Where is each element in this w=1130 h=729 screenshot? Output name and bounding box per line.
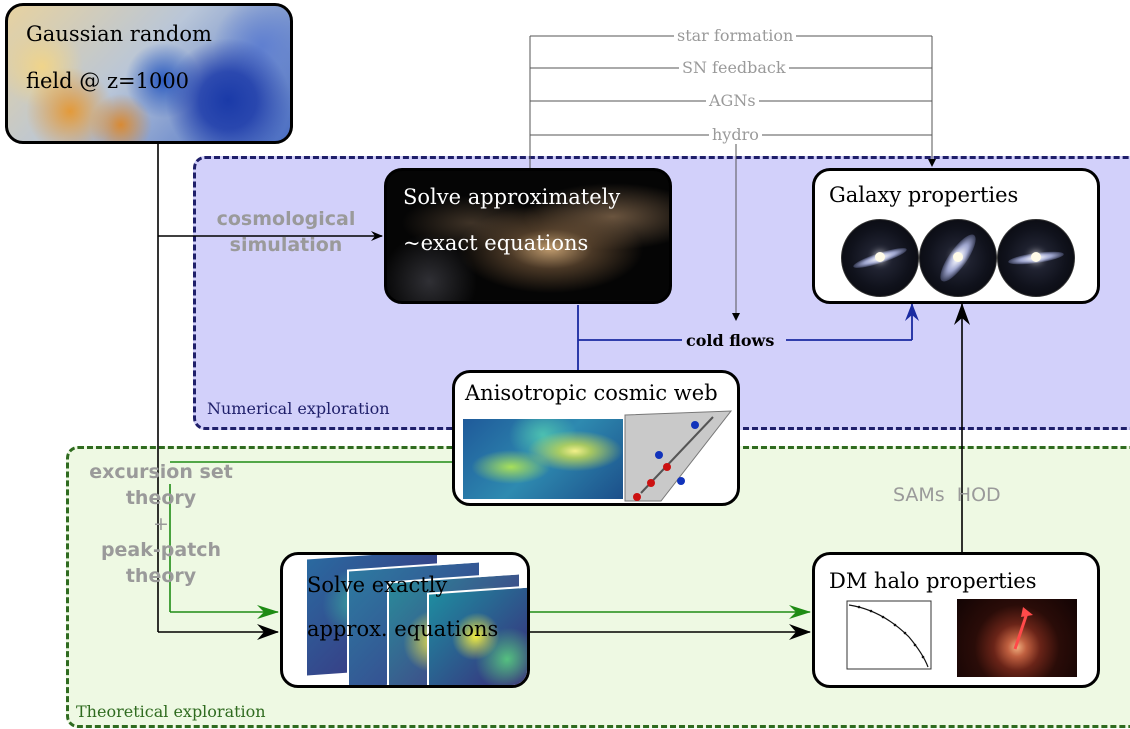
cosmological-simulation-label: cosmological simulation	[206, 206, 366, 258]
cold-flows-label: cold flows	[686, 331, 775, 350]
plus-label: +	[153, 513, 169, 535]
density-profile-plot	[846, 600, 932, 670]
excursion-label-line2: theory	[125, 487, 197, 509]
cosmological-label-line1: cosmological	[216, 208, 356, 230]
cosmic-web-title: Anisotropic cosmic web	[465, 381, 718, 405]
simulation-title-line2: ~exact equations	[403, 231, 589, 255]
simulation-title-line1: Solve approximately	[403, 185, 621, 209]
solve-exactly-title-line2: approx. equations	[307, 617, 499, 641]
galaxy-properties-title: Galaxy properties	[829, 183, 1019, 207]
physics-label-sn-feedback: SN feedback	[679, 59, 789, 77]
dm-halo-properties-box: DM halo properties	[812, 552, 1100, 688]
gaussian-field-title-line1: Gaussian random	[26, 22, 212, 46]
excursion-label-line1: excursion set	[89, 461, 233, 483]
galaxy-image-face-on	[919, 219, 997, 297]
peak-patch-label-line2: theory	[125, 565, 197, 587]
spin-marker	[691, 421, 699, 429]
node-marker	[647, 479, 655, 487]
cosmic-web-box: Anisotropic cosmic web	[452, 370, 740, 506]
cosmological-label-line2: simulation	[229, 234, 343, 256]
physics-label-hydro: hydro	[709, 126, 762, 144]
dm-halo-title: DM halo properties	[829, 569, 1037, 593]
theoretical-region-label: Theoretical exploration	[76, 702, 266, 721]
sams-hod-label: SAMs HOD	[893, 484, 1001, 506]
solve-exactly-title-line1: Solve exactly	[307, 573, 448, 597]
galaxy-properties-box: Galaxy properties	[812, 168, 1100, 304]
halo-image	[957, 599, 1077, 677]
excursion-set-peak-patch-label: excursion set theory + peak-patch theory	[74, 459, 248, 589]
numerical-region-label: Numerical exploration	[207, 399, 390, 418]
gaussian-random-field-box: Gaussian random field @ z=1000	[5, 3, 293, 144]
peak-patch-label-line1: peak-patch	[100, 539, 222, 561]
spin-marker	[655, 451, 663, 459]
simulation-box: Solve approximately ~exact equations	[384, 168, 672, 304]
node-marker	[663, 463, 671, 471]
gaussian-field-title-line2: field @ z=1000	[26, 69, 190, 93]
galaxy-image-edge-on	[841, 219, 919, 297]
node-marker	[633, 493, 641, 501]
physics-label-star-formation: star formation	[674, 27, 797, 45]
galaxy-image-side	[997, 219, 1075, 297]
spin-marker	[677, 477, 685, 485]
cosmic-web-schematic	[624, 410, 733, 502]
cosmic-web-density-image	[463, 419, 623, 499]
physics-label-agns: AGNs	[706, 92, 759, 110]
solve-exactly-box: Solve exactly approx. equations	[280, 552, 530, 688]
